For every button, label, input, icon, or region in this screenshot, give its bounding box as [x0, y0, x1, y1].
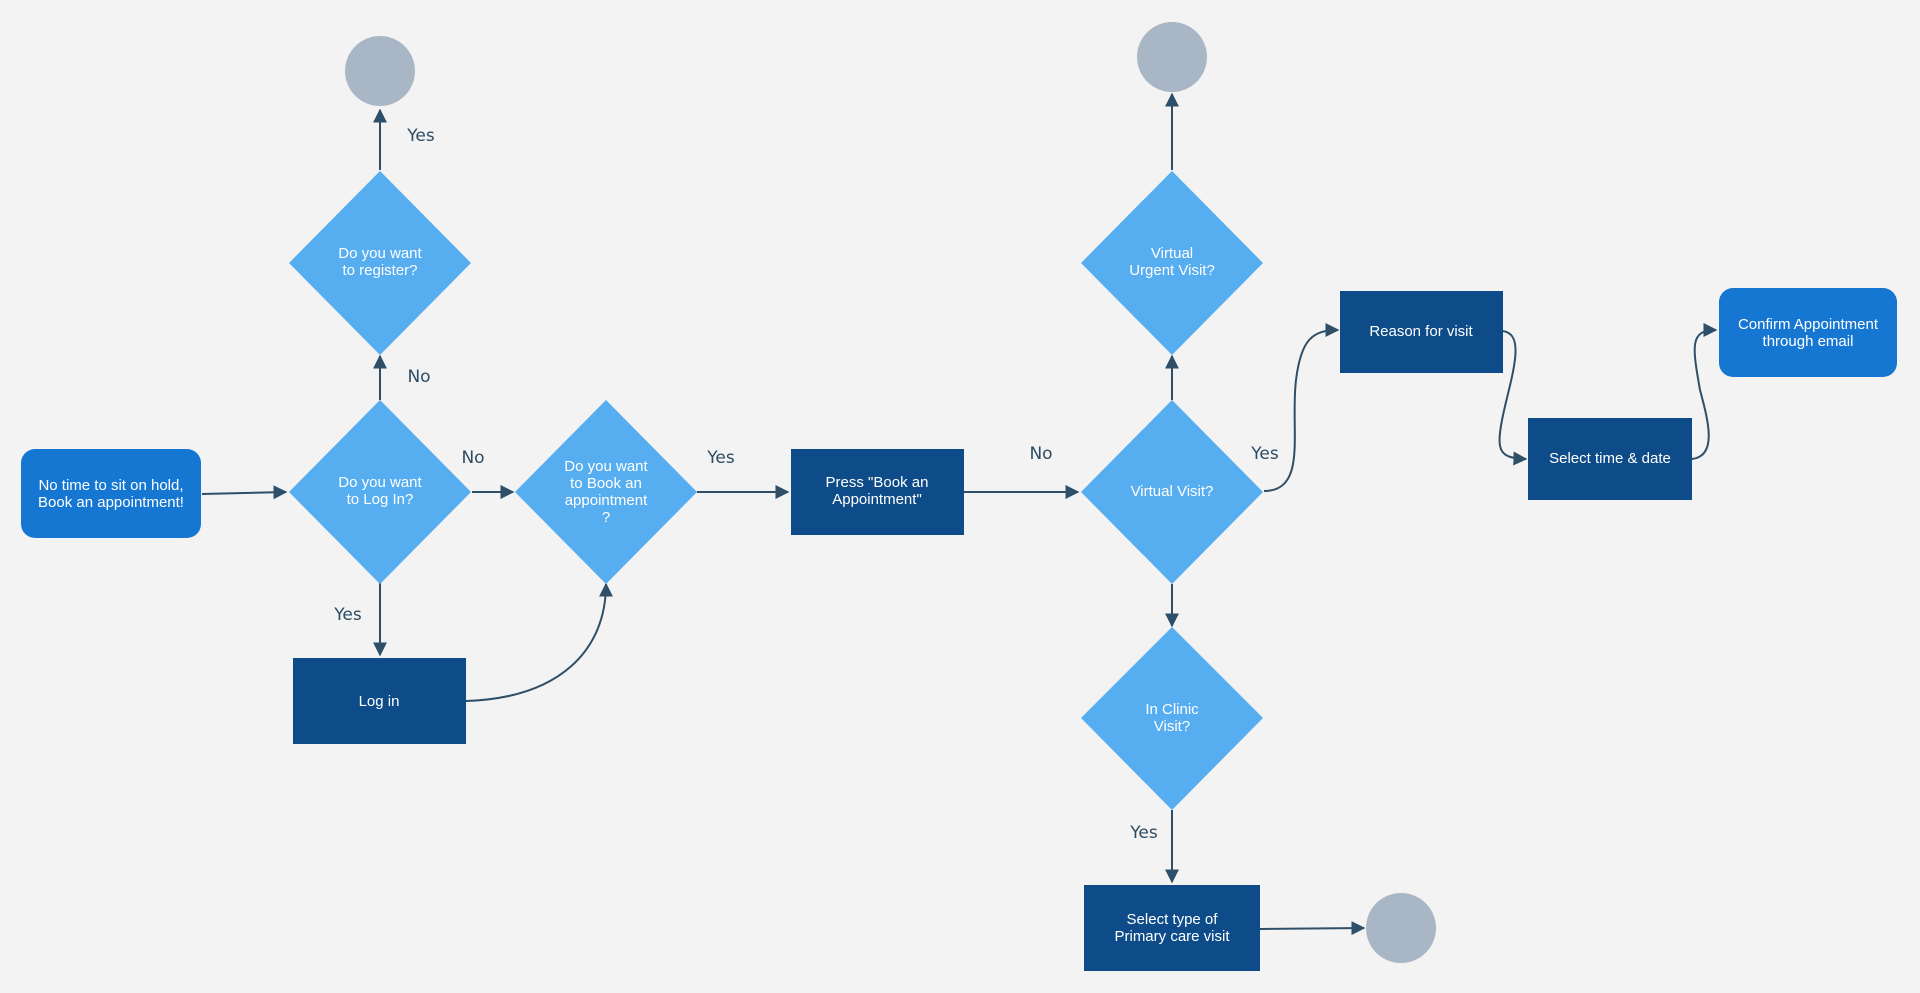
decision-register-line-1: Do you want [338, 245, 422, 262]
decision-urgent-line-2: Urgent Visit? [1129, 262, 1215, 279]
start-node-line-2: Book an appointment! [38, 494, 184, 511]
edge-label-register-yes: Yes [406, 126, 435, 146]
edge-label-login-yes-down: Yes [333, 605, 362, 625]
confirm-node-line-2: through email [1763, 333, 1854, 350]
decision-register[interactable]: Do you want to register? [289, 171, 471, 355]
edge-label-login-no-up: No [407, 367, 430, 387]
edge-labels: Yes No No Yes Yes No Yes Yes [333, 126, 1279, 843]
decision-login-line-2: to Log In? [347, 491, 414, 508]
process-press-book[interactable]: Press "Book an Appointment" [791, 449, 964, 535]
edge-label-book-yes: Yes [706, 448, 735, 468]
decision-book-line-3: appointment [565, 492, 648, 509]
decision-clinic[interactable]: In Clinic Visit? [1081, 627, 1263, 810]
decision-book-line-1: Do you want [564, 458, 648, 475]
decision-urgent[interactable]: Virtual Urgent Visit? [1081, 171, 1263, 355]
process-login-line-1: Log in [359, 693, 400, 710]
edge-login-to-book [465, 582, 613, 702]
start-node-line-1: No time to sit on hold, [38, 477, 183, 494]
start-node[interactable]: No time to sit on hold, Book an appointm… [21, 449, 201, 538]
decision-register-line-2: to register? [342, 262, 417, 279]
decision-book[interactable]: Do you want to Book an appointment ? [515, 400, 697, 584]
process-primary-care[interactable]: Select type of Primary care visit [1084, 885, 1260, 971]
decision-book-line-2: to Book an [570, 475, 642, 492]
end-circle-urgent[interactable] [1137, 22, 1207, 92]
edge-label-login-no-right: No [461, 448, 484, 468]
edge-start-to-login-decision [201, 485, 288, 500]
decision-clinic-line-1: In Clinic [1145, 701, 1199, 718]
end-circle-register[interactable] [345, 36, 415, 106]
process-primary-care-line-1: Select type of [1127, 911, 1219, 928]
process-reason-line-1: Reason for visit [1369, 323, 1473, 340]
decision-login[interactable]: Do you want to Log In? [289, 400, 471, 584]
process-login[interactable]: Log in [293, 658, 466, 744]
process-press-book-line-1: Press "Book an [826, 474, 929, 491]
process-primary-care-line-2: Primary care visit [1114, 928, 1230, 945]
process-reason[interactable]: Reason for visit [1340, 291, 1503, 373]
edge-virtual-to-reason [1263, 323, 1340, 492]
decision-virtual-line-1: Virtual Visit? [1131, 483, 1214, 500]
edge-label-virtual-yes: Yes [1250, 444, 1279, 464]
edges [201, 92, 1718, 936]
decision-login-line-1: Do you want [338, 474, 422, 491]
process-press-book-line-2: Appointment" [832, 491, 922, 508]
edge-primary-to-end [1258, 921, 1366, 936]
edge-time-to-confirm [1691, 323, 1718, 460]
process-time-date[interactable]: Select time & date [1528, 418, 1692, 500]
edge-label-press-no: No [1029, 444, 1052, 464]
confirm-node[interactable]: Confirm Appointment through email [1719, 288, 1897, 377]
edge-reason-to-time [1498, 330, 1528, 466]
process-time-date-line-1: Select time & date [1549, 450, 1671, 467]
decision-urgent-line-1: Virtual [1151, 245, 1193, 262]
decision-virtual[interactable]: Virtual Visit? [1081, 400, 1263, 584]
decision-book-line-4: ? [602, 509, 610, 526]
edge-label-clinic-yes: Yes [1129, 823, 1158, 843]
confirm-node-line-1: Confirm Appointment [1738, 316, 1879, 333]
decision-clinic-line-2: Visit? [1154, 718, 1190, 735]
end-circle-primary-care[interactable] [1366, 893, 1436, 963]
